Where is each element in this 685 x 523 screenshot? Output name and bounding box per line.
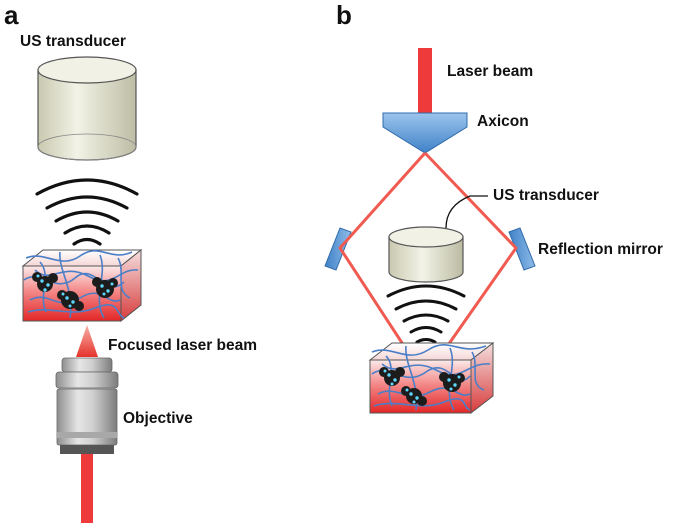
- panel-b-laser-beam: [418, 48, 432, 114]
- panel-b-mirror-label: Reflection mirror: [538, 241, 663, 258]
- panel-a-focused-beam-label: Focused laser beam: [108, 337, 257, 354]
- panel-a-ultrasound-waves: [35, 178, 139, 246]
- panel-a-cells: [32, 272, 118, 311]
- panel-a-objective-label: Objective: [123, 410, 193, 427]
- panel-a-tissue-block: [21, 248, 143, 323]
- panel-b-mirror-right: [508, 227, 536, 271]
- panel-a-laser-beam: [81, 454, 93, 523]
- panel-b-laser-paths: [338, 151, 518, 379]
- panel-a-transducer-label: US transducer: [20, 33, 126, 50]
- panel-a-objective: [55, 357, 119, 454]
- panel-b-mirror-left: [324, 227, 352, 271]
- panel-a-letter: a: [4, 0, 19, 30]
- panel-b-transducer-label: US transducer: [493, 187, 599, 204]
- panel-b-letter: b: [336, 0, 352, 30]
- panel-b: b Laser beam Axicon Reflection mirror US…: [324, 0, 663, 415]
- panel-b-axicon: [382, 112, 468, 154]
- panel-a-focused-laser-cone: [76, 325, 98, 357]
- panel-b-us-transducer: [388, 226, 464, 283]
- panel-a: a US transducer: [4, 0, 257, 523]
- panel-b-axicon-label: Axicon: [477, 113, 529, 130]
- panel-b-ultrasound-waves: [386, 284, 466, 344]
- panel-a-us-transducer: [37, 56, 137, 161]
- panel-b-transducer-leader-line: [445, 195, 488, 229]
- panel-b-laser-beam-label: Laser beam: [447, 63, 533, 80]
- panel-b-tissue-block: [368, 341, 495, 415]
- panel-b-cells: [379, 367, 465, 406]
